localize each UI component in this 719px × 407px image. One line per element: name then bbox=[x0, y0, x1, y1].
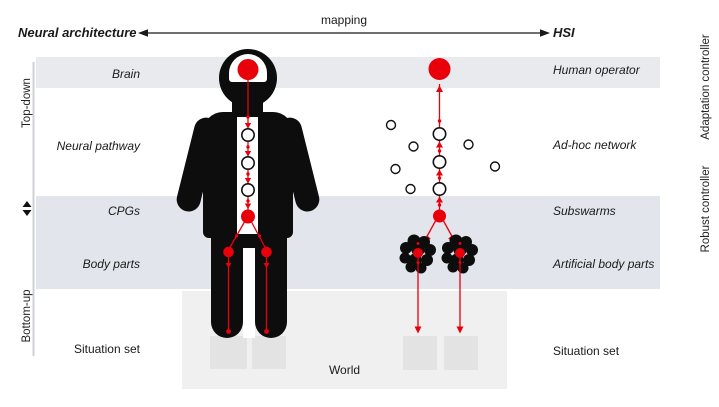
row-label-adhoc-network: Ad-hoc network bbox=[553, 138, 637, 152]
swarm-target-left bbox=[403, 336, 437, 370]
spine-channel bbox=[237, 117, 258, 237]
foot-target-right bbox=[252, 336, 286, 369]
label-adaptation-controller: Adaptation controller bbox=[700, 34, 712, 140]
row-label-subswarms: Subswarms bbox=[553, 204, 616, 218]
label-bottom-up: Bottom-up bbox=[21, 289, 33, 343]
label-robust-controller: Robust controller bbox=[700, 165, 712, 253]
leg-gap bbox=[243, 236, 255, 338]
foot-target-left bbox=[210, 336, 247, 369]
mapping-label: mapping bbox=[320, 13, 368, 27]
header-left-title: Neural architecture bbox=[18, 25, 137, 40]
header-right-title: HSI bbox=[553, 25, 575, 40]
row-label-cpgs: CPGs bbox=[107, 204, 140, 218]
swarm-target-right bbox=[444, 336, 478, 370]
row-label-human-operator: Human operator bbox=[553, 63, 640, 77]
row-label-situation-set-left: Situation set bbox=[73, 342, 140, 356]
row-label-brain: Brain bbox=[111, 67, 140, 81]
world-label: World bbox=[328, 363, 361, 377]
row-label-neural-pathway: Neural pathway bbox=[56, 139, 140, 153]
row-label-situation-set-right: Situation set bbox=[553, 344, 620, 358]
band-cpg-bodyparts bbox=[36, 196, 660, 289]
row-label-body-parts: Body parts bbox=[82, 257, 140, 271]
leg-right bbox=[255, 238, 287, 338]
band-brain-operator bbox=[36, 57, 660, 88]
leg-left bbox=[211, 238, 243, 338]
row-label-artificial-body-parts: Artificial body parts bbox=[553, 257, 655, 271]
